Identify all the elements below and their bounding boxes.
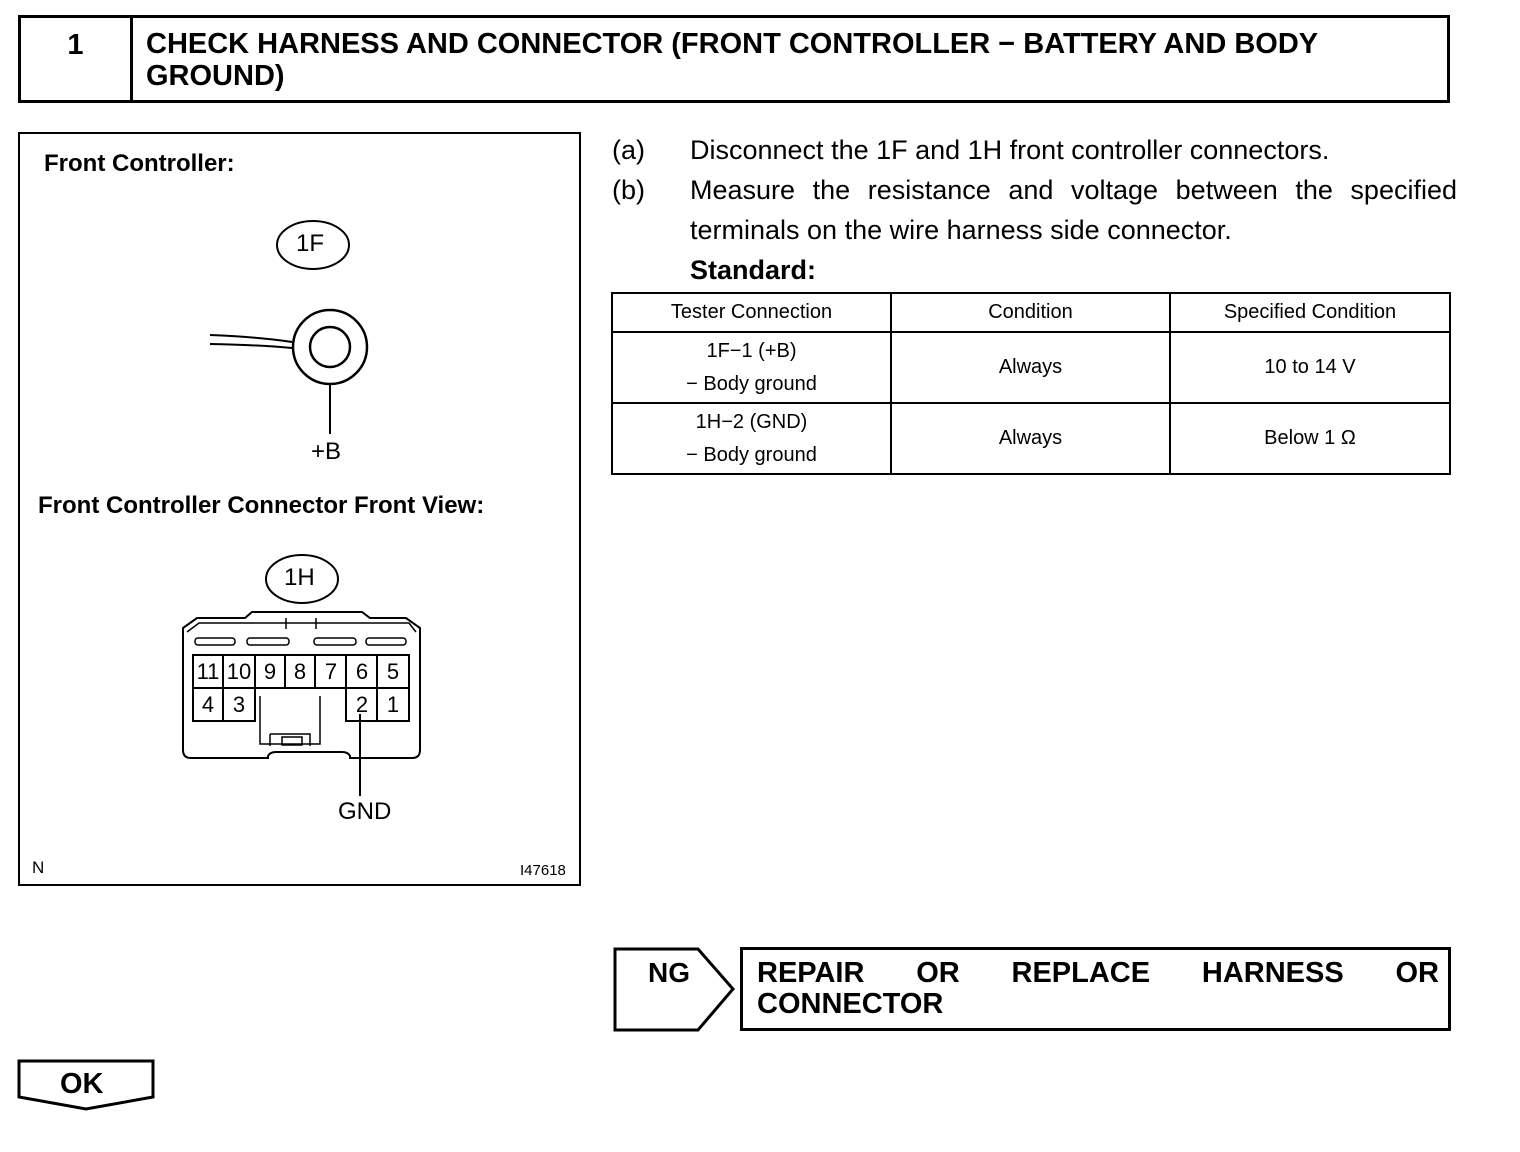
step-letter: (a) bbox=[612, 135, 645, 165]
step-header: 1 CHECK HARNESS AND CONNECTOR (FRONT CON… bbox=[18, 15, 1450, 103]
pin-label: 8 bbox=[294, 659, 306, 684]
ng-action-box: REPAIR OR REPLACE HARNESS OR CONNECTOR bbox=[740, 947, 1451, 1031]
pin-label: 1 bbox=[387, 692, 399, 717]
terminal-plus-b-label: +B bbox=[311, 438, 342, 465]
ng-action-text: REPAIR OR REPLACE HARNESS OR CONNECTOR bbox=[757, 958, 1439, 1020]
ok-label[interactable]: OK bbox=[60, 1068, 104, 1100]
pin-label: 7 bbox=[325, 659, 337, 684]
step-text: Disconnect the 1F and 1H front controlle… bbox=[690, 135, 1330, 165]
tester-connection-cell: 1F−1 (+B) − Body ground bbox=[611, 331, 892, 404]
connection-line: 1H−2 (GND) bbox=[695, 410, 808, 433]
connector-1f-label: 1F bbox=[296, 230, 325, 257]
pin-label: 2 bbox=[356, 692, 368, 717]
step-a: (a) Disconnect the 1F and 1H front contr… bbox=[612, 130, 1457, 170]
front-view-label: Front Controller Connector Front View: bbox=[38, 492, 485, 519]
front-controller-label: Front Controller: bbox=[44, 150, 235, 177]
standard-label: Standard: bbox=[690, 255, 817, 285]
step-text: Measure the resistance and voltage betwe… bbox=[690, 175, 1457, 245]
procedure-steps: (a) Disconnect the 1F and 1H front contr… bbox=[612, 130, 1457, 290]
terminal-gnd-label: GND bbox=[338, 798, 392, 825]
connection-line: − Body ground bbox=[686, 443, 817, 466]
connection-line: − Body ground bbox=[686, 372, 817, 395]
tester-connection-cell: 1H−2 (GND) − Body ground bbox=[611, 402, 892, 475]
specified-condition-cell: 10 to 14 V bbox=[1169, 331, 1451, 404]
column-header: Tester Connection bbox=[611, 292, 892, 333]
corner-mark: N bbox=[32, 858, 45, 877]
spec-table: Tester Connection Condition Specified Co… bbox=[611, 292, 1451, 475]
step-letter: (b) bbox=[612, 175, 645, 205]
ng-action-line: CONNECTOR bbox=[757, 988, 944, 1020]
pin-label: 11 bbox=[197, 659, 220, 684]
column-header: Condition bbox=[890, 292, 1171, 333]
column-header: Specified Condition bbox=[1169, 292, 1451, 333]
step-title: CHECK HARNESS AND CONNECTOR (FRONT CONTR… bbox=[146, 28, 1318, 92]
ok-arrow-icon bbox=[17, 1059, 155, 1111]
step-b: (b) Measure the resistance and voltage b… bbox=[612, 170, 1457, 250]
specified-condition-cell: Below 1 Ω bbox=[1169, 402, 1451, 475]
table-row: 1F−1 (+B) − Body ground Always 10 to 14 … bbox=[611, 331, 1451, 404]
condition-cell: Always bbox=[890, 331, 1171, 404]
step-number: 1 bbox=[21, 18, 133, 100]
ng-action-line: REPAIR OR REPLACE HARNESS OR bbox=[757, 957, 1439, 989]
table-header-row: Tester Connection Condition Specified Co… bbox=[611, 292, 1451, 333]
ng-arrow-icon bbox=[613, 947, 735, 1032]
condition-cell: Always bbox=[890, 402, 1171, 475]
pin-label: 5 bbox=[387, 659, 399, 684]
figure-id: I47618 bbox=[520, 862, 566, 879]
table-row: 1H−2 (GND) − Body ground Always Below 1 … bbox=[611, 402, 1451, 475]
pin-label: 6 bbox=[356, 659, 368, 684]
pin-label: 4 bbox=[202, 692, 214, 717]
connector-1h-label: 1H bbox=[284, 564, 315, 591]
ng-label[interactable]: NG bbox=[648, 957, 690, 988]
pin-label: 9 bbox=[264, 659, 276, 684]
connection-line: 1F−1 (+B) bbox=[706, 339, 797, 362]
pin-label: 3 bbox=[233, 692, 245, 717]
pin-label: 10 bbox=[227, 659, 251, 684]
